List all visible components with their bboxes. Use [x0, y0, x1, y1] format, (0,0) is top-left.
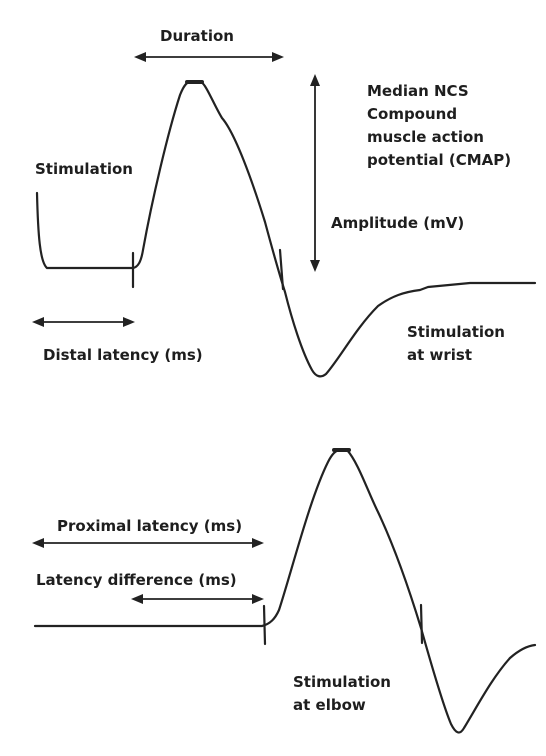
cmap-title-line-1: Median NCS: [367, 82, 469, 100]
distal-latency-label: Distal latency (ms): [43, 346, 203, 364]
elbow-baseline-crossing-tick: [419, 603, 424, 645]
elbow-site-line-1: Stimulation: [293, 673, 391, 691]
stimulation-label: Stimulation: [35, 160, 133, 178]
distal-latency-arrow: [32, 317, 135, 327]
proximal-latency-arrow: [32, 538, 264, 548]
wrist-site-line-2: at wrist: [407, 346, 473, 364]
amplitude-arrow: [310, 74, 320, 272]
cmap-title-line-3: muscle action: [367, 128, 484, 146]
cmap-title-line-2: Compound: [367, 105, 458, 123]
elbow-cmap-waveform: [33, 448, 537, 734]
latency-difference-label: Latency difference (ms): [36, 571, 237, 589]
wrist-cmap-waveform: [35, 80, 537, 378]
latency-difference-arrow: [131, 594, 264, 604]
duration-arrow: [134, 52, 284, 62]
elbow-onset-tick: [262, 604, 267, 646]
amplitude-label: Amplitude (mV): [331, 214, 465, 232]
wrist-site-line-1: Stimulation: [407, 323, 505, 341]
cmap-title-line-4: potential (CMAP): [367, 151, 512, 169]
duration-label: Duration: [160, 27, 234, 45]
wrist-baseline-crossing-tick: [278, 248, 285, 291]
proximal-latency-label: Proximal latency (ms): [57, 517, 243, 535]
elbow-site-line-2: at elbow: [293, 696, 366, 714]
